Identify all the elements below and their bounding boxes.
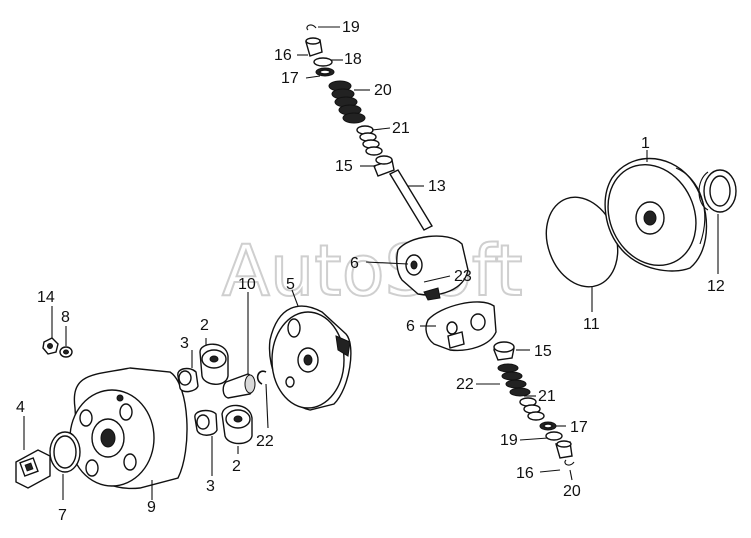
callout-8: 8: [61, 309, 70, 326]
callout-9: 9: [147, 499, 156, 516]
part-housing-drum: [69, 367, 188, 490]
callout-23: 23: [454, 268, 472, 285]
callout-16-upper: 16: [274, 47, 292, 64]
watermark-text: AutoSoft: [222, 230, 523, 312]
callout-3-lower: 3: [206, 478, 215, 495]
callout-20-lower: 21: [538, 388, 556, 405]
callout-2-lower: 2: [232, 458, 241, 475]
part-small-bolt: [42, 337, 59, 355]
part-valve-cap-lower: [555, 440, 573, 459]
callout-13: 13: [428, 178, 446, 195]
callout-21-upper: 21: [392, 120, 410, 137]
part-retainer-upper: [373, 155, 395, 177]
leader-lines: [23, 26, 719, 500]
part-weight-lower: [425, 301, 497, 352]
callout-17-lower: 17: [570, 419, 588, 436]
callout-21-lower: 22: [456, 376, 474, 393]
callout-20-upper: 20: [374, 82, 392, 99]
callout-18-upper: 18: [344, 51, 362, 68]
callout-12: 12: [707, 278, 725, 295]
callout-17-upper: 17: [281, 70, 299, 87]
callout-3-upper: 3: [180, 335, 189, 352]
part-valve-cap-upper: [305, 37, 323, 57]
callout-6-lower: 6: [406, 318, 415, 335]
part-small-washer: [59, 346, 73, 358]
part-cotter-pin-upper: [306, 24, 317, 31]
callout-18-lower: 19: [500, 432, 518, 449]
part-retainer-lower: [493, 341, 515, 361]
callout-14: 14: [37, 289, 55, 306]
callout-15-lower: 15: [534, 343, 552, 360]
callout-1: 1: [641, 135, 650, 152]
callout-6-upper: 6: [350, 255, 359, 272]
part-valve-rod: [389, 169, 433, 231]
part-bushing-lower: [194, 409, 218, 436]
callout-labels: 19 16 18 17 20 21 15 13 1 12 11 6 23 6 1…: [16, 19, 725, 524]
part-ring-upper: [315, 67, 335, 77]
part-washer-lower: [545, 431, 563, 441]
part-spring-inner-upper: [356, 125, 383, 156]
callout-2-upper: 2: [200, 317, 209, 334]
callout-15-upper: 15: [335, 158, 353, 175]
callout-22: 22: [256, 433, 274, 450]
callout-7: 7: [58, 507, 67, 524]
callout-11: 11: [583, 316, 600, 333]
part-snap-ring: [256, 370, 267, 385]
part-ring-lower: [539, 421, 557, 431]
part-cam-lower: [221, 404, 253, 445]
part-bushing-upper: [177, 367, 199, 393]
callout-4: 4: [16, 399, 25, 416]
part-weight-upper: [396, 235, 469, 301]
callout-16-lower: 16: [516, 465, 534, 482]
part-cotter-pin-lower: [564, 459, 575, 466]
callout-5: 5: [286, 276, 295, 293]
callout-19-lower: 20: [563, 483, 581, 500]
callout-10: 10: [238, 276, 256, 293]
part-washer-upper: [313, 57, 333, 67]
callout-19-upper: 19: [342, 19, 360, 36]
part-plug: [15, 449, 51, 489]
part-seal: [698, 169, 737, 213]
part-spring-outer-lower: [497, 363, 531, 397]
part-spring-outer-upper: [328, 80, 366, 124]
part-cam-upper: [199, 343, 229, 385]
part-pin-roller: [222, 373, 256, 399]
part-spring-inner-lower: [519, 397, 545, 421]
part-o-ring: [49, 431, 81, 473]
part-cover: [604, 157, 708, 272]
part-disc-plate: [268, 305, 352, 411]
